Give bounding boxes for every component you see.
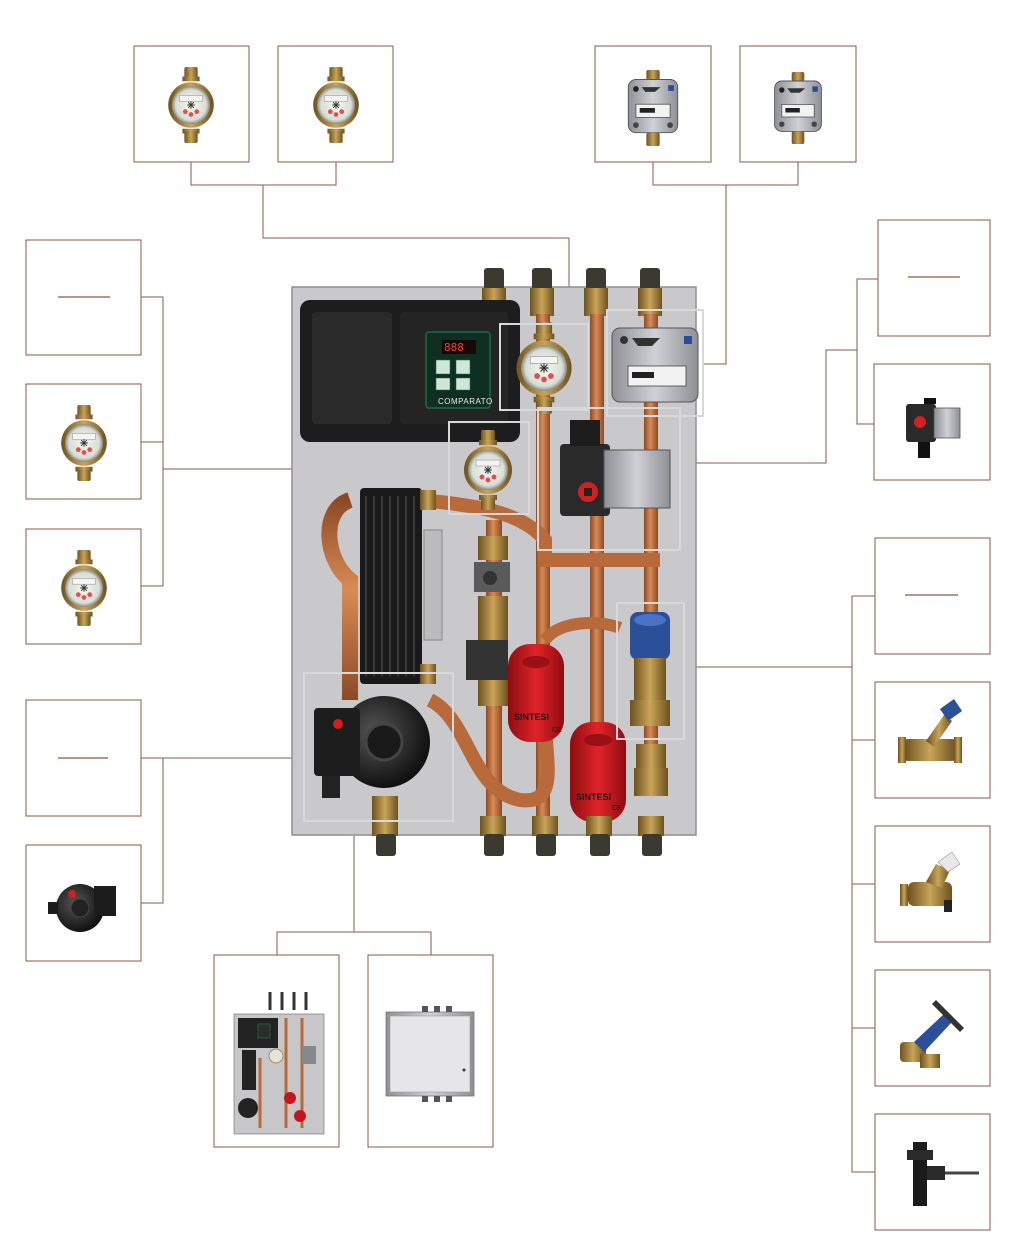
connector-lines [141,162,878,1173]
thumb-substation-open[interactable] [213,954,340,1148]
air-separator-1[interactable]: SINTESI CE [508,644,564,742]
thumb-water-meter-1[interactable] [133,45,250,163]
separator-brand-1: SINTESI [514,712,549,722]
controller-unit[interactable]: 888 COMPARATO [300,300,520,442]
thumb-blank-right-1[interactable] [877,219,991,337]
unit-heat-meter[interactable] [611,327,699,403]
unit-circulation-pump[interactable] [560,420,671,516]
thumb-water-meter-2[interactable] [277,45,394,163]
thumb-blank-left-1[interactable] [25,239,142,356]
controller-display: 888 [444,341,464,354]
thumb-heat-meter-1[interactable] [594,45,712,163]
thumb-heat-meter-2[interactable] [739,45,857,163]
air-separator-2[interactable]: SINTESI CE [570,722,626,822]
thumb-circulation-pump-right[interactable] [873,363,991,481]
thumb-cabinet[interactable] [367,954,494,1148]
thumb-blank-left-2[interactable] [25,699,142,817]
ce-mark-2: CE [612,805,622,812]
ce-mark-1: CE [552,727,562,734]
thumb-pump-left[interactable] [25,844,142,962]
thumb-pressure-valve[interactable] [874,825,991,943]
ball-valve[interactable] [466,536,510,706]
separator-brand-2: SINTESI [576,792,611,802]
plate-heat-exchanger [360,488,443,684]
thumb-water-meter-left-1[interactable] [25,383,142,500]
controller-brand: COMPARATO [438,397,493,406]
main-substation: 888 COMPARATO [291,268,704,856]
highlight-frames [303,309,704,822]
bottom-connections [372,816,664,856]
thumb-sensor-tee[interactable] [874,1113,991,1231]
thumb-blank-right-2[interactable] [874,537,991,655]
unit-balancing-valve[interactable] [630,612,670,796]
thumb-water-meter-left-2[interactable] [25,528,142,645]
unit-main-pump[interactable] [314,696,430,816]
thumb-balancing-valve[interactable] [874,681,991,799]
thumb-flow-valve[interactable] [874,969,991,1087]
